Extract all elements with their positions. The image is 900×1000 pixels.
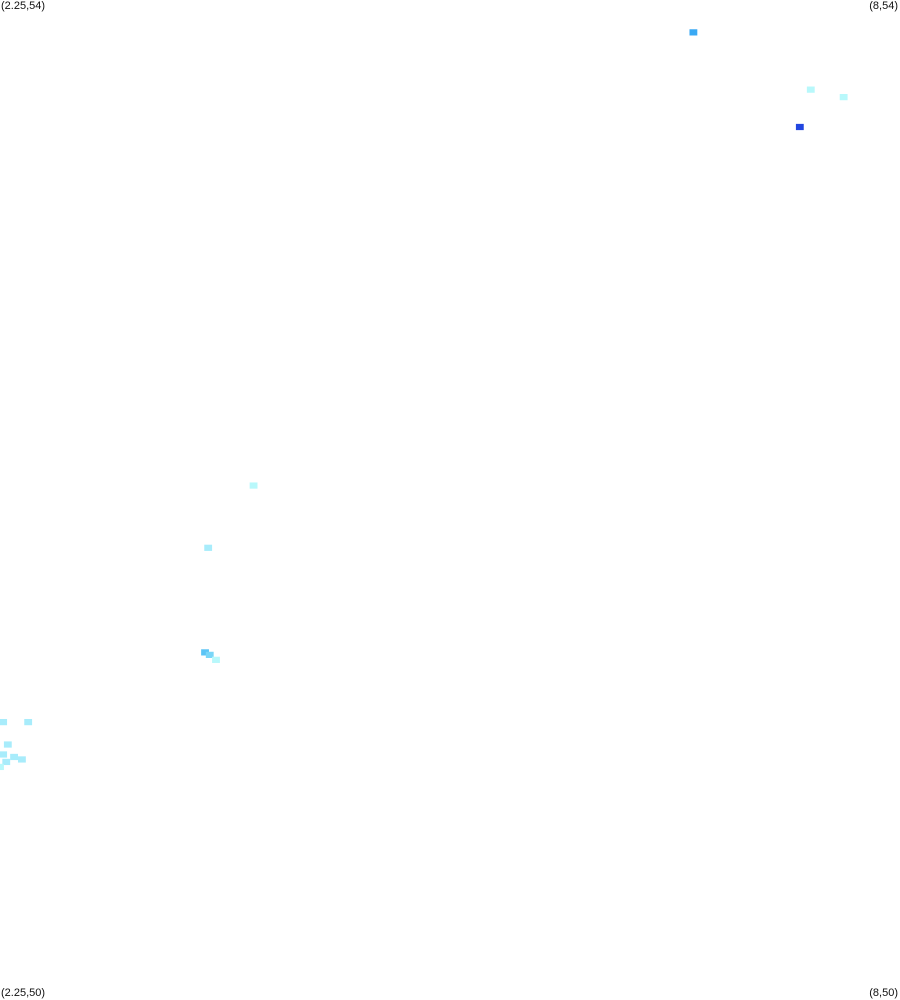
heatmap-cell	[795, 123, 804, 131]
heatmap-cell	[2, 758, 11, 766]
heatmap-cell	[10, 753, 18, 761]
heatmap-cell	[806, 86, 815, 93]
heatmap-cell	[24, 718, 33, 726]
heatmap-cell	[204, 544, 213, 551]
heatmap-cell	[839, 94, 848, 101]
corner-label-top-left: (2.25,54)	[1, 0, 46, 12]
heatmap-cell	[18, 756, 26, 763]
heatmap-cell	[249, 482, 258, 489]
heatmap-cell	[212, 656, 220, 663]
heatmap-cell	[0, 763, 4, 771]
heatmap-cell	[0, 751, 8, 758]
heatmap-cell	[3, 741, 12, 748]
heatmap-cell	[689, 29, 698, 36]
corner-label-top-right: (8,54)	[869, 0, 898, 12]
heatmap-cell	[0, 718, 8, 726]
heatmap-cell	[201, 649, 209, 656]
heatmap-cell	[205, 651, 214, 658]
